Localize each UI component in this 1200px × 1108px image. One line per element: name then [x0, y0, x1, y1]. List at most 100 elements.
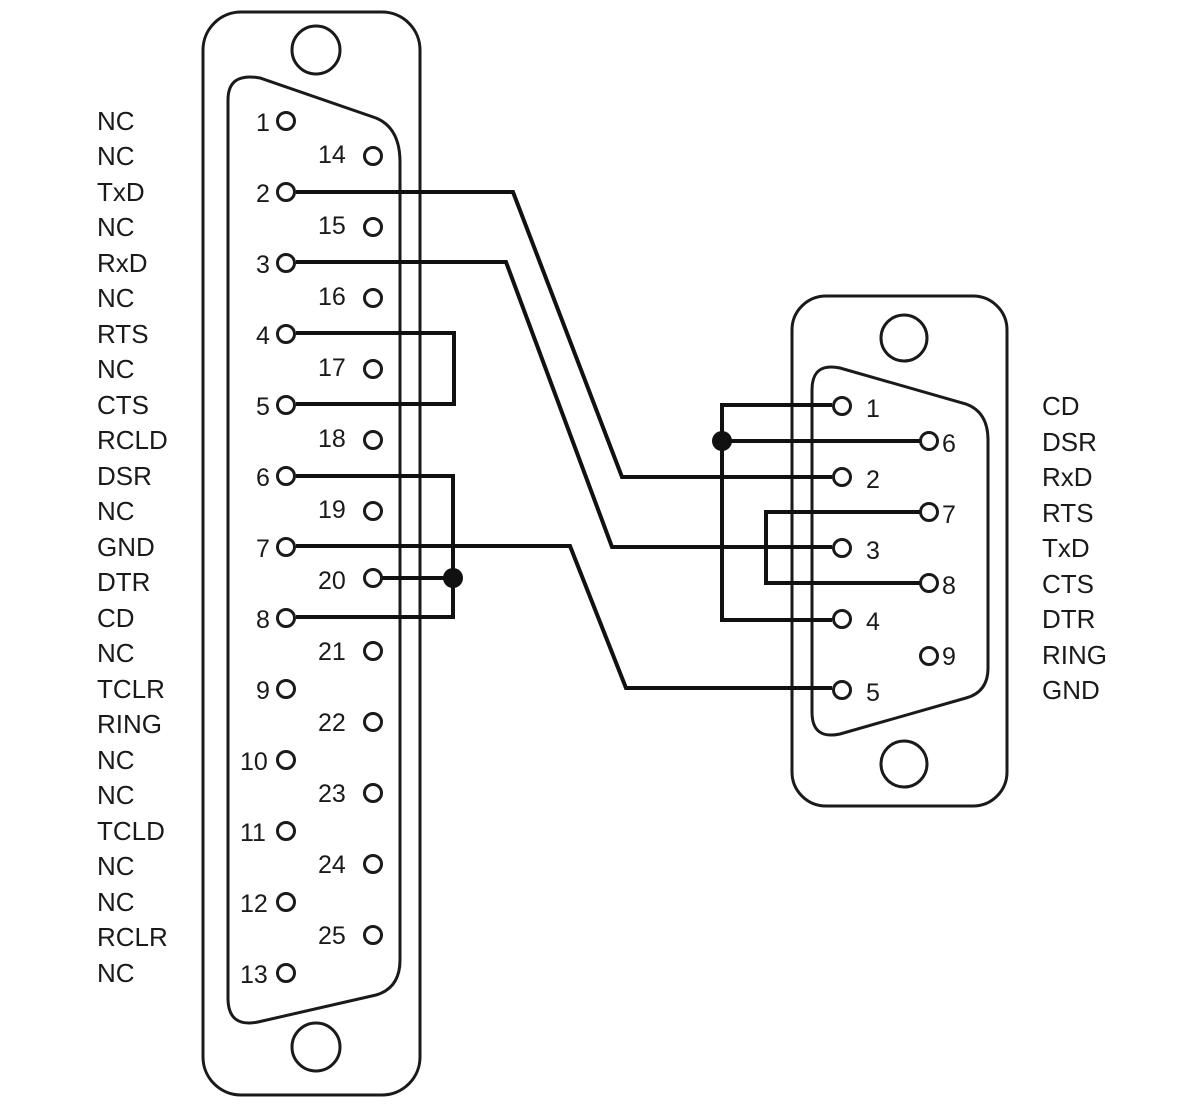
db25-pin-18 — [363, 430, 383, 450]
db25-pin-2 — [276, 182, 296, 202]
db25-pins — [276, 111, 383, 983]
db9-bottom-mounting-hole — [879, 739, 929, 789]
db25-pin-11 — [276, 821, 296, 841]
db9-pin-label-7: 7 — [942, 501, 956, 529]
db9-outer-shell — [790, 294, 1009, 808]
db25-pin-label-13: 13 — [240, 961, 268, 989]
db25-pin-label-25: 25 — [318, 922, 346, 950]
db25-pin-24 — [363, 854, 383, 874]
junction-dot-db25 — [443, 568, 463, 588]
db25-pin-3 — [276, 253, 296, 273]
db25-signal-22: RING — [97, 709, 162, 739]
db25-pin-label-3: 3 — [256, 251, 270, 279]
db25-signal-19: NC — [97, 496, 135, 526]
wiring — [296, 190, 920, 690]
db25-pin-label-21: 21 — [318, 638, 346, 666]
db25-pin-13 — [276, 963, 296, 983]
db25-pin-label-11: 11 — [240, 819, 266, 847]
db9-pin-1 — [832, 396, 852, 416]
db9-pin-label-5: 5 — [866, 679, 880, 707]
db25-d-shell-outline — [226, 75, 402, 1025]
db25-signal-21: NC — [97, 638, 135, 668]
db25-signal-1: NC — [97, 106, 135, 136]
db9-pin-5 — [832, 680, 852, 700]
db9-pin-label-6: 6 — [942, 430, 956, 458]
wire-db9-7-to-db9-8-loop — [764, 510, 920, 585]
db9-pin-label-9: 9 — [942, 643, 956, 671]
db25-pin-1 — [276, 111, 296, 131]
db25-pin-label-22: 22 — [318, 709, 346, 737]
db9-pin-7 — [919, 502, 939, 522]
db9-signal-8: CTS — [1042, 569, 1094, 599]
db25-signal-12: NC — [97, 887, 135, 917]
db9-pin-label-8: 8 — [942, 572, 956, 600]
junction-dot-db9 — [712, 431, 732, 451]
db9-pin-label-3: 3 — [866, 537, 880, 565]
db9-top-mounting-hole — [879, 313, 929, 363]
db25-signal-9: TCLR — [97, 674, 165, 704]
db9-connector: 1 6 2 7 3 8 4 9 5 — [790, 294, 1009, 808]
db9-pin-label-4: 4 — [866, 608, 880, 636]
db25-pin-14 — [363, 146, 383, 166]
db25-outer-shell — [201, 10, 422, 1097]
wire-db9-1-to-db9-4 — [720, 403, 832, 622]
db25-signal-14: NC — [97, 141, 135, 171]
db25-pin-10 — [276, 750, 296, 770]
db25-signal-7: GND — [97, 532, 155, 562]
db25-bottom-mounting-hole — [290, 1021, 342, 1073]
db25-pin-22 — [363, 712, 383, 732]
db9-signal-labels: CD DSR RxD RTS TxD CTS DTR RING GND — [1042, 391, 1107, 705]
db25-pin-20 — [363, 568, 383, 588]
db25-signal-25: RCLR — [97, 922, 168, 952]
db25-pin-4 — [276, 324, 296, 344]
db25-pin-label-14: 14 — [318, 141, 346, 169]
db25-pin-9 — [276, 679, 296, 699]
db25-pin-label-17: 17 — [318, 354, 346, 382]
db9-signal-5: GND — [1042, 675, 1100, 705]
db25-pin-label-20: 20 — [318, 567, 346, 595]
db25-pin-17 — [363, 359, 383, 379]
db25-signal-11: TCLD — [97, 816, 165, 846]
db9-pin-4 — [832, 609, 852, 629]
db25-pin-23 — [363, 783, 383, 803]
db25-pin-6 — [276, 466, 296, 486]
db25-pin-7 — [276, 537, 296, 557]
db25-pin-15 — [363, 217, 383, 237]
db25-pin-label-12: 12 — [240, 890, 268, 918]
db9-pin-6 — [919, 431, 939, 451]
db9-pin-9 — [919, 646, 939, 666]
db25-pin-label-10: 10 — [240, 748, 268, 776]
db9-pin-2 — [832, 467, 852, 487]
db25-signal-17: NC — [97, 354, 135, 384]
db9-signal-7: RTS — [1042, 498, 1094, 528]
db25-connector: 1 14 2 15 3 16 4 17 5 18 6 19 7 20 8 21 … — [201, 10, 422, 1097]
db25-signal-5: CTS — [97, 390, 149, 420]
db9-signal-9: RING — [1042, 640, 1107, 670]
db25-signal-labels: NC NC TxD NC RxD NC RTS NC CTS RCLD DSR … — [97, 106, 168, 988]
db9-pin-label-1: 1 — [866, 395, 880, 423]
db25-signal-6: DSR — [97, 461, 152, 491]
db9-signal-3: TxD — [1042, 533, 1090, 563]
db9-pins — [832, 396, 939, 700]
db25-signal-2: TxD — [97, 177, 145, 207]
db25-signal-4: RTS — [97, 319, 149, 349]
db25-signal-24: NC — [97, 851, 135, 881]
db25-pin-label-15: 15 — [318, 212, 346, 240]
db25-signal-13: NC — [97, 958, 135, 988]
wire-db25-7-to-db9-5 — [296, 544, 832, 690]
db25-pin-label-8: 8 — [256, 606, 270, 634]
db25-pin-16 — [363, 288, 383, 308]
db25-pin-label-18: 18 — [318, 425, 346, 453]
db9-pin-label-2: 2 — [866, 466, 880, 494]
db25-signal-8: CD — [97, 603, 135, 633]
db25-pin-8 — [276, 608, 296, 628]
db25-pin-19 — [363, 501, 383, 521]
db25-signal-23: NC — [97, 780, 135, 810]
db9-d-shell-outline — [810, 365, 990, 737]
db25-pin-label-24: 24 — [318, 851, 346, 879]
wire-db25-2-to-db9-2 — [296, 190, 832, 479]
db25-signal-20: DTR — [97, 567, 150, 597]
db25-pin-21 — [363, 641, 383, 661]
wire-db25-4-to-db25-5-loop — [296, 331, 456, 406]
